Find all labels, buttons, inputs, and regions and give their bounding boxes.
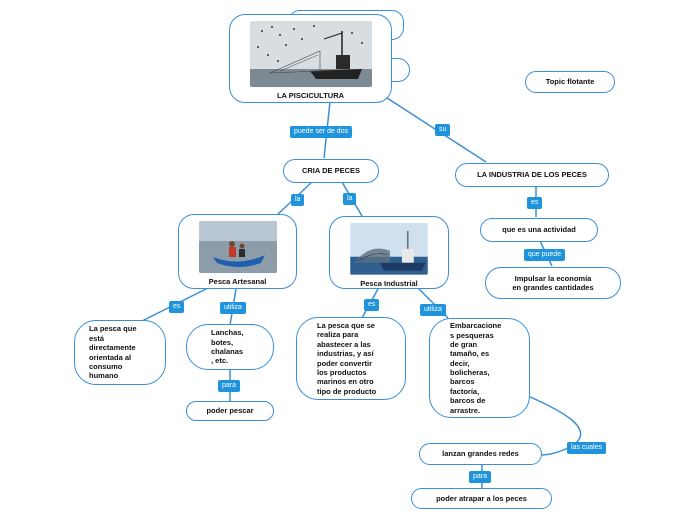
realiza-node[interactable]: La pesca que se realiza para abastecer a… (296, 317, 406, 400)
label-utiliza-industrial: utiliza (420, 304, 446, 316)
impulsar-node[interactable]: Impulsar la economía en grandes cantidad… (485, 267, 621, 299)
floating-topic[interactable]: Topic flotante (525, 71, 615, 93)
artesanal-node[interactable]: Pesca Artesanal (178, 214, 297, 289)
label-es-industrial: es (364, 299, 380, 311)
label-es-industria: es (527, 197, 543, 209)
artesanal-title: Pesca Artesanal (208, 277, 267, 286)
label-la-1: la (291, 194, 305, 206)
fishing-boat-image (249, 21, 372, 87)
label-es-artesanal: es (169, 301, 185, 313)
artisanal-boat-image (198, 221, 277, 273)
label-utiliza-artesanal: utiliza (220, 302, 246, 314)
embarcaciones-node[interactable]: Embarcacione s pesqueras de gran tamaño,… (429, 318, 530, 418)
industrial-node[interactable]: Pesca Industrial (329, 216, 449, 289)
poder-pescar-node[interactable]: poder pescar (186, 401, 274, 421)
lanzan-node[interactable]: lanzan grandes redes (419, 443, 542, 465)
industrial-title: Pesca Industrial (360, 278, 418, 288)
label-para-industrial: para (469, 471, 492, 483)
label-la-2: la (343, 193, 357, 205)
root-title: LA PISCICULTURA (276, 91, 345, 100)
root-node[interactable]: LA PISCICULTURA (229, 14, 392, 103)
atrapar-node[interactable]: poder atrapar a los peces (411, 488, 552, 509)
label-puede-ser: puede ser de dos (290, 126, 353, 138)
label-que-puede: que puede (524, 249, 566, 261)
lanchas-node[interactable]: Lanchas, botes, chalanas , etc. (186, 324, 274, 370)
industrial-vessel-image (350, 223, 428, 275)
label-las-cuales: las cuales (567, 442, 607, 454)
industria-node[interactable]: LA INDUSTRIA DE LOS PECES (455, 163, 609, 187)
actividad-node[interactable]: que es una actividad (480, 218, 598, 242)
cria-node[interactable]: CRIA DE PECES (283, 159, 379, 183)
pesca-que-node[interactable]: La pesca que está directamente orientada… (74, 320, 166, 385)
label-su: su (435, 124, 451, 136)
label-para-artesanal: para (218, 380, 241, 392)
